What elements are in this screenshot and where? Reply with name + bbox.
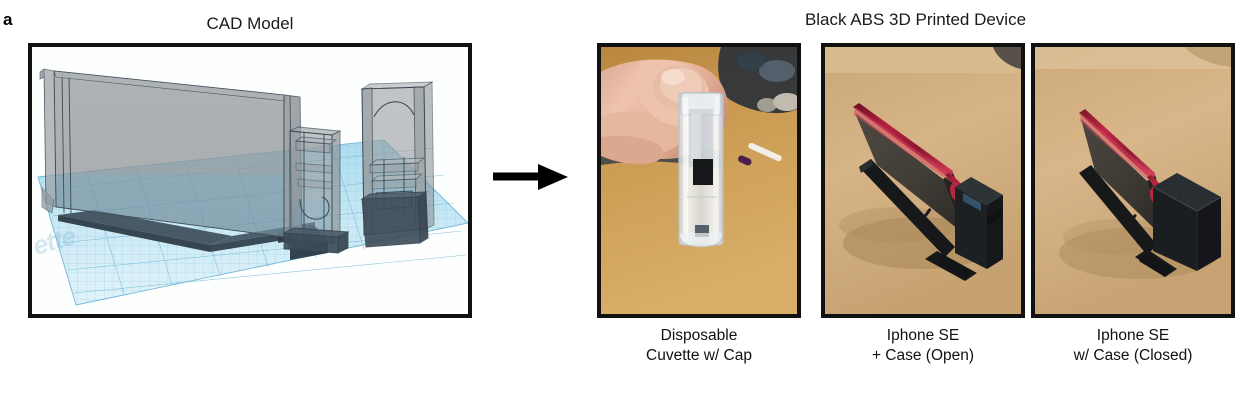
panel-letter: a bbox=[3, 10, 13, 29]
swab bbox=[738, 142, 782, 166]
printed-case-body bbox=[955, 177, 1003, 269]
photo-iphone-case-open bbox=[821, 43, 1025, 318]
printed-device-heading: Black ABS 3D Printed Device bbox=[804, 10, 1027, 29]
cuvette bbox=[678, 92, 724, 248]
caption-iphone-case-closed: Iphone SE w/ Case (Closed) bbox=[1073, 327, 1193, 364]
cuvette-photo-svg bbox=[601, 47, 797, 314]
iphone-open-photo-svg bbox=[825, 47, 1021, 314]
arrow-right-icon bbox=[493, 164, 568, 190]
process-arrow bbox=[493, 160, 568, 194]
cad-cuvette-holder bbox=[282, 126, 350, 254]
photo-disposable-cuvette bbox=[597, 43, 801, 318]
cad-scene-svg bbox=[32, 47, 468, 314]
cad-render bbox=[32, 47, 468, 314]
phone-back bbox=[855, 113, 963, 233]
cad-model-heading: CAD Model bbox=[206, 14, 294, 33]
iphone-closed-photo-svg bbox=[1035, 47, 1231, 314]
cad-model-image: ette bbox=[28, 43, 472, 318]
caption-iphone-case-open: Iphone SE + Case (Open) bbox=[871, 327, 975, 364]
caption-disposable-cuvette: Disposable Cuvette w/ Cap bbox=[646, 327, 752, 364]
photo-iphone-case-closed bbox=[1031, 43, 1235, 318]
phone-back bbox=[1081, 119, 1163, 237]
printed-case-closed-box bbox=[1152, 173, 1222, 271]
cad-right-piece bbox=[360, 81, 435, 248]
